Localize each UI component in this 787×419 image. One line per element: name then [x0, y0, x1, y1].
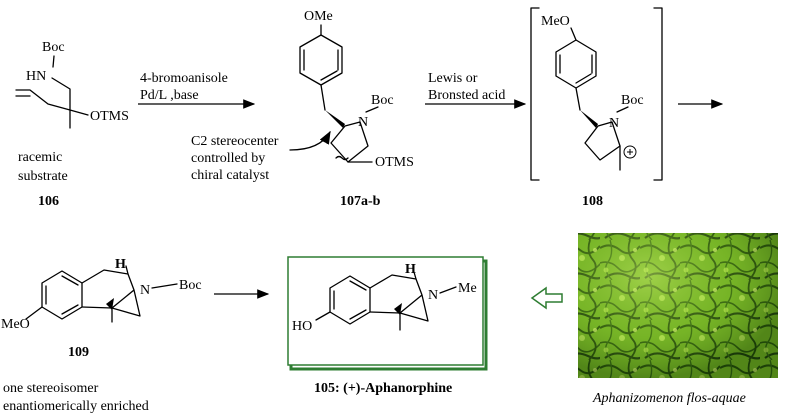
bond — [570, 27, 577, 41]
skeleton-bonds — [15, 77, 89, 129]
bond — [413, 271, 417, 280]
ring-double-bonds — [45, 275, 79, 315]
pyrrolidine-ring — [330, 121, 369, 163]
n-label: N — [358, 115, 368, 130]
ring-double-bonds — [333, 280, 367, 320]
bond — [365, 106, 379, 113]
bicyclic-bonds — [81, 269, 141, 323]
boc-label: Boc — [179, 278, 202, 293]
compound-108: MeO N Boc 108 — [530, 7, 663, 209]
ho-label: HO — [292, 319, 312, 334]
photo-caption: Aphanizomenon flos-aquae — [592, 391, 746, 406]
wedge-bond — [325, 110, 345, 128]
otms-label: OTMS — [375, 155, 414, 170]
compound-number-106: 106 — [38, 194, 59, 209]
benzene-ring — [299, 34, 343, 86]
reaction-step-2: Lewis or Bronsted acid — [425, 71, 527, 109]
n-label: N — [428, 288, 438, 303]
bond — [125, 265, 129, 275]
boc-label: Boc — [42, 40, 65, 55]
meo-label: MeO — [541, 14, 570, 29]
left-bracket — [530, 7, 540, 181]
wedge-bond — [394, 303, 402, 315]
product-title: 105: (+)-Aphanorphine — [314, 381, 452, 396]
compound-number-109: 109 — [68, 345, 89, 360]
ring-double-bonds — [559, 54, 593, 84]
hollow-arrow-icon — [530, 286, 563, 310]
ome-label: OMe — [304, 9, 333, 24]
h-label: H — [405, 262, 416, 277]
n-label: N — [140, 283, 150, 298]
otms-label: OTMS — [90, 109, 129, 124]
boc-bond — [151, 283, 178, 289]
compound-107: OMe N Boc OTMS C2 stereocenter controlle… — [191, 9, 414, 209]
plus-sign — [627, 149, 633, 155]
compound-106: Boc HN OTMS racemic substrate 106 — [15, 40, 129, 209]
note-line-1: C2 stereocenter — [191, 134, 279, 149]
desc-line-1: racemic — [18, 150, 62, 165]
acid-line-1: Lewis or — [428, 71, 478, 86]
wedge-bond — [106, 298, 114, 310]
meo-label: MeO — [1, 317, 30, 332]
wedge-bond — [580, 110, 598, 128]
benzyl-bond — [575, 87, 581, 111]
reaction-step-1: 4-bromoanisole Pd/L ,base — [138, 71, 256, 109]
me-label: Me — [458, 281, 477, 296]
h-label: H — [115, 257, 126, 272]
cation-charge — [623, 145, 637, 159]
compound-number-107: 107a-b — [340, 194, 381, 209]
desc-line-1: one stereoisomer — [3, 381, 99, 396]
wavy-bond — [335, 155, 349, 161]
methyl-bond — [439, 286, 457, 294]
pointer-arrow — [289, 130, 331, 151]
algae-photo — [578, 233, 778, 378]
boc-label: Boc — [371, 93, 394, 108]
desc-line-2: enantiomerically enriched — [3, 399, 149, 414]
bond — [52, 55, 55, 68]
compound-number-108: 108 — [582, 194, 603, 209]
desc-line-2: substrate — [18, 169, 68, 184]
n-label: N — [609, 116, 619, 131]
ring-double-bonds — [303, 49, 339, 81]
product-box — [287, 256, 484, 366]
reagent-line-1: 4-bromoanisole — [140, 71, 228, 86]
ho-bond — [315, 311, 331, 321]
compound-105: H N Me HO 105: (+)-Aphanorphine — [287, 256, 488, 396]
algae-lighting — [578, 233, 778, 378]
note-line-3: chiral catalyst — [191, 168, 269, 183]
nh-label: HN — [26, 69, 46, 84]
bicyclic-bonds — [369, 274, 429, 331]
right-bracket — [653, 7, 663, 181]
benzyl-bond — [320, 84, 326, 111]
benzene-ring — [41, 270, 83, 320]
compound-109: H N Boc MeO 109 one stereoisomer enantio… — [1, 257, 202, 414]
boc-label: Boc — [621, 93, 644, 108]
pyrrolidine-ring — [584, 121, 621, 161]
bond — [616, 106, 629, 113]
acid-line-2: Bronsted acid — [428, 88, 505, 103]
benzene-ring — [555, 39, 597, 89]
reagent-line-2: Pd/L ,base — [140, 88, 199, 103]
meo-bond — [25, 306, 43, 320]
note-line-2: controlled by — [191, 151, 265, 166]
